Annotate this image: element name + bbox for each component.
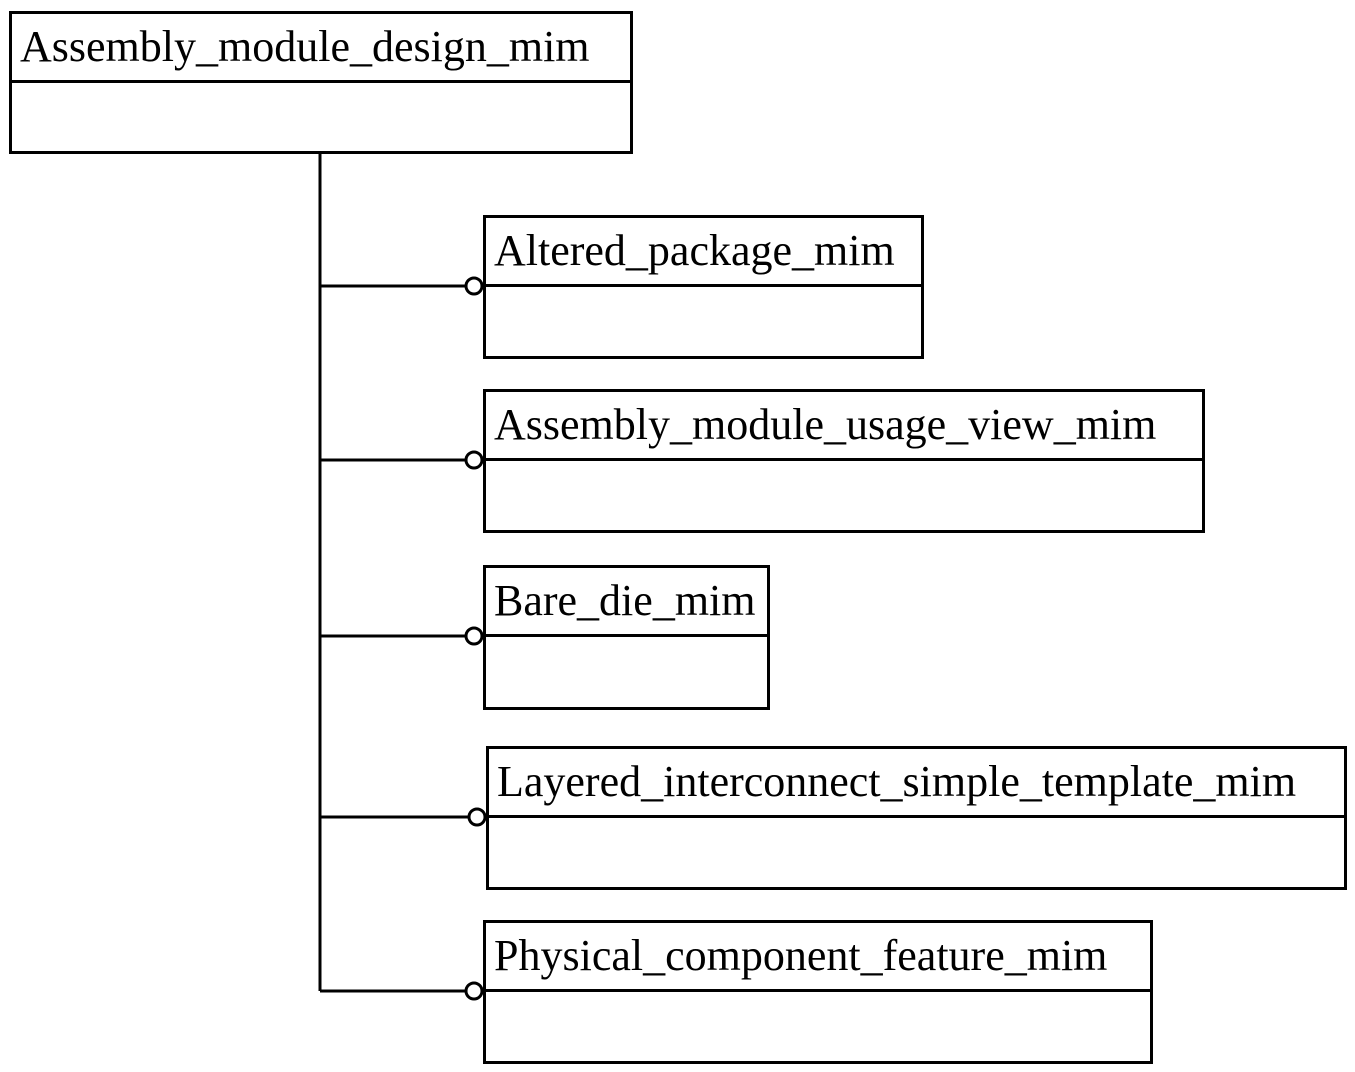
entity-layered-interconnect: Layered_interconnect_simple_template_mim xyxy=(486,746,1347,890)
entity-title: Layered_interconnect_simple_template_mim xyxy=(489,749,1344,818)
connector-circle xyxy=(464,626,484,646)
entity-root: Assembly_module_design_mim xyxy=(9,11,633,154)
entity-title: Assembly_module_design_mim xyxy=(12,14,630,83)
entity-physical-component-feature: Physical_component_feature_mim xyxy=(483,920,1153,1064)
entity-title: Bare_die_mim xyxy=(486,568,767,637)
connector-circle xyxy=(467,807,487,827)
entity-assembly-module-usage-view: Assembly_module_usage_view_mim xyxy=(483,389,1205,533)
entity-title: Physical_component_feature_mim xyxy=(486,923,1150,992)
connector-circle xyxy=(464,450,484,470)
entity-altered-package: Altered_package_mim xyxy=(483,215,924,359)
entity-title: Altered_package_mim xyxy=(486,218,921,287)
entity-title: Assembly_module_usage_view_mim xyxy=(486,392,1202,461)
entity-bare-die: Bare_die_mim xyxy=(483,565,770,710)
connector-circle xyxy=(464,981,484,1001)
connector-circle xyxy=(464,276,484,296)
